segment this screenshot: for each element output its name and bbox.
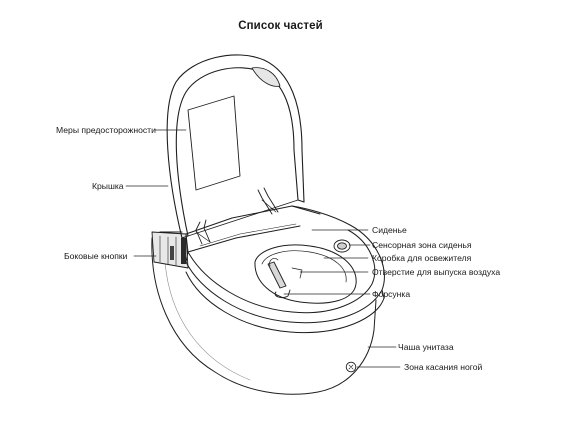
label-air-outlet: Отверстие для выпуска воздуха	[372, 267, 501, 277]
foot-touch-zone	[345, 361, 357, 373]
label-lid: Крышка	[92, 181, 124, 191]
label-bowl: Чаша унитаза	[398, 342, 454, 352]
label-seat-sensor-zone: Сенсорная зона сиденья	[372, 240, 472, 250]
leader-lines	[125, 129, 401, 368]
label-deodorizer-box: Коробка для освежителя	[372, 253, 472, 263]
page-title: Список частей	[238, 20, 323, 32]
label-nozzle: Форсунка	[372, 289, 411, 299]
label-seat: Сиденье	[372, 225, 407, 235]
side-buttons-panel	[151, 231, 189, 269]
nozzle	[267, 258, 303, 299]
lid	[166, 54, 305, 245]
seat-ring	[185, 205, 385, 334]
label-foot-touch-zone: Зона касания ногой	[404, 362, 483, 372]
seat-sensor-zone	[333, 239, 351, 253]
label-precautions: Меры предосторожности	[56, 125, 156, 135]
label-side-buttons: Боковые кнопки	[64, 251, 128, 261]
